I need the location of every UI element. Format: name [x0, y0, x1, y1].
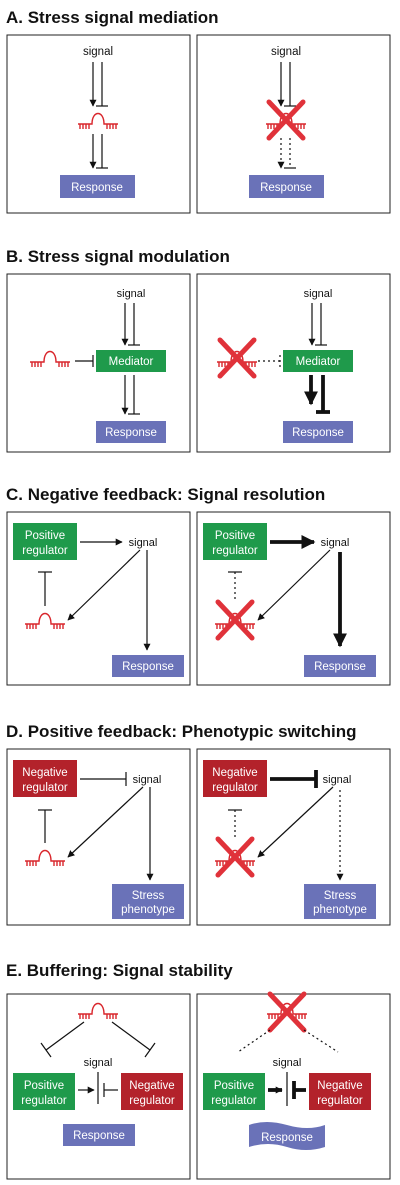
- negative-regulator-label-2: regulator: [317, 1095, 363, 1107]
- response-label: Response: [71, 182, 123, 194]
- response-box: [283, 421, 353, 443]
- panel-e-left: signal Positive regulator Negative regul…: [6, 993, 191, 1180]
- section-b-title: B. Stress signal modulation: [6, 247, 230, 266]
- signal-label: signal: [83, 46, 113, 58]
- negative-regulator-box: [309, 1073, 371, 1110]
- response-box: [60, 175, 135, 198]
- response-box: [304, 655, 376, 677]
- positive-regulator-label-1: Positive: [25, 530, 65, 542]
- signal-label: signal: [133, 774, 162, 786]
- negative-regulator-label-2: regulator: [22, 782, 68, 794]
- section-d-title: D. Positive feedback: Phenotypic switchi…: [6, 722, 356, 741]
- signal-label: signal: [271, 46, 301, 58]
- negative-regulator-label-2: regulator: [212, 782, 258, 794]
- response-box: [63, 1124, 135, 1146]
- positive-regulator-box: [13, 523, 77, 560]
- stress-phenotype-box: [304, 884, 376, 919]
- positive-regulator-label-1: Positive: [24, 1080, 64, 1092]
- response-box: [249, 175, 324, 198]
- mediator-box: [96, 350, 166, 372]
- signal-label: signal: [273, 1057, 302, 1069]
- unstable-response-box: [249, 1122, 325, 1150]
- positive-regulator-box: [203, 523, 267, 560]
- signal-label: signal: [84, 1057, 113, 1069]
- section-e-title: E. Buffering: Signal stability: [6, 961, 233, 980]
- positive-regulator-box: [203, 1073, 265, 1110]
- response-box: [112, 655, 184, 677]
- response-label: Response: [314, 661, 366, 673]
- response-label: Response: [105, 427, 157, 439]
- negative-regulator-label-2: regulator: [129, 1095, 175, 1107]
- stress-phenotype-label-2: phenotype: [121, 904, 175, 916]
- positive-regulator-label-1: Positive: [215, 530, 255, 542]
- panel-a-right: signal Response: [196, 34, 391, 214]
- panel-b-left: signal Mediator Response: [6, 273, 191, 453]
- positive-regulator-label-2: regulator: [212, 545, 258, 557]
- signal-label: signal: [321, 537, 350, 549]
- panel-c-left: Positive regulator signal Response: [6, 511, 191, 686]
- panel-d-right: Negative regulator signal Stress phenoty…: [196, 748, 391, 926]
- stress-phenotype-box: [112, 884, 184, 919]
- signal-label: signal: [117, 288, 146, 300]
- response-label: Response: [122, 661, 174, 673]
- panel-d-left: Negative regulator signal Stress phenoty…: [6, 748, 191, 926]
- response-label: Response: [260, 182, 312, 194]
- section-a-title: A. Stress signal mediation: [6, 8, 219, 27]
- signal-label: signal: [323, 774, 352, 786]
- stress-phenotype-label-1: Stress: [324, 890, 357, 902]
- response-box: [96, 421, 166, 443]
- panel-a-left: signal Response: [6, 34, 191, 214]
- positive-regulator-box: [13, 1073, 75, 1110]
- stress-phenotype-label-1: Stress: [132, 890, 165, 902]
- negative-regulator-box: [13, 760, 77, 797]
- positive-regulator-label-1: Positive: [214, 1080, 254, 1092]
- signal-label: signal: [129, 537, 158, 549]
- mediator-label: Mediator: [296, 356, 341, 368]
- positive-regulator-label-2: regulator: [22, 545, 68, 557]
- negative-regulator-label-1: Negative: [212, 767, 257, 779]
- panel-e-right: signal Positive regulator Negative regul…: [196, 994, 391, 1180]
- negative-regulator-box: [121, 1073, 183, 1110]
- positive-regulator-label-2: regulator: [21, 1095, 67, 1107]
- response-label: Response: [261, 1132, 313, 1144]
- negative-regulator-label-1: Negative: [317, 1080, 362, 1092]
- negative-regulator-box: [203, 760, 267, 797]
- response-label: Response: [292, 427, 344, 439]
- signal-label: signal: [304, 288, 333, 300]
- negative-regulator-label-1: Negative: [22, 767, 67, 779]
- mediator-label: Mediator: [109, 356, 154, 368]
- stress-phenotype-label-2: phenotype: [313, 904, 367, 916]
- panel-c-right: Positive regulator signal Response: [196, 511, 391, 686]
- panel-b-right: signal Mediator Response: [196, 273, 391, 453]
- mediator-box: [283, 350, 353, 372]
- section-c-title: C. Negative feedback: Signal resolution: [6, 485, 325, 504]
- response-label: Response: [73, 1130, 125, 1142]
- positive-regulator-label-2: regulator: [211, 1095, 257, 1107]
- negative-regulator-label-1: Negative: [129, 1080, 174, 1092]
